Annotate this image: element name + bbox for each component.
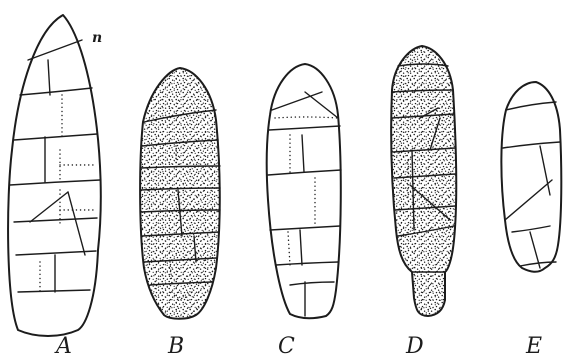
spore-c-dotted-lines — [275, 117, 338, 265]
spore-e: E — [501, 82, 561, 355]
spore-c: C — [267, 64, 341, 355]
spore-d-label: D — [405, 334, 424, 355]
spore-d: D — [391, 46, 456, 355]
spore-e-outline — [501, 82, 561, 272]
spore-e-label: E — [525, 334, 542, 355]
spore-a-label: A — [54, 334, 72, 355]
spore-c-label: C — [278, 334, 295, 355]
spore-a: n A — [8, 15, 102, 355]
spore-e-septa — [503, 102, 560, 268]
spore-b: B — [140, 68, 220, 355]
spore-c-outline — [267, 64, 341, 318]
spore-b-fill-2 — [140, 68, 220, 319]
spore-b-label: B — [167, 334, 184, 355]
spore-a-septa — [10, 40, 100, 292]
annotation-mark: n — [92, 30, 102, 46]
spore-d-fill-2 — [391, 46, 456, 316]
